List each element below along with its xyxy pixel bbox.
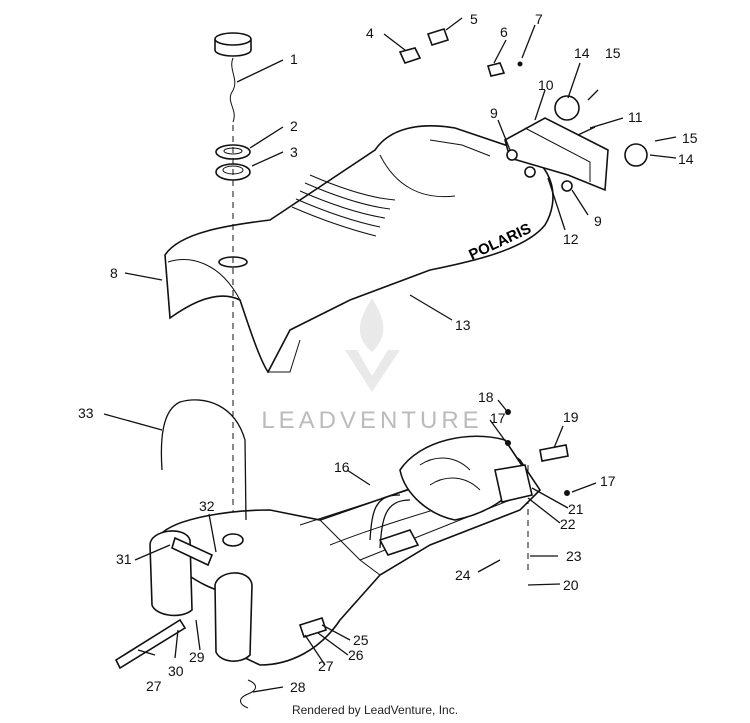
seat: POLARIS (164, 125, 554, 374)
seat-hardware (398, 28, 523, 77)
fuel-cap (214, 32, 252, 123)
callout-labels: 1 2 3 4 5 6 7 8 9 9 10 11 12 13 14 14 15… (78, 11, 698, 695)
callout-4: 4 (366, 25, 374, 41)
callout-20: 20 (563, 577, 579, 593)
callout-31: 31 (116, 551, 132, 567)
callout-16: 16 (334, 459, 350, 475)
callout-9b: 9 (594, 213, 602, 229)
watermark-text: LEADVENTURE (261, 407, 482, 434)
callout-1: 1 (290, 51, 298, 67)
callout-24: 24 (455, 567, 471, 583)
callout-17b: 17 (600, 473, 616, 489)
callout-5: 5 (470, 11, 478, 27)
callout-32: 32 (199, 498, 215, 514)
callout-10: 10 (538, 77, 554, 93)
callout-27b: 27 (146, 678, 162, 694)
callout-30: 30 (168, 663, 184, 679)
leader-lines (103, 17, 677, 693)
callout-23: 23 (566, 548, 582, 564)
callout-27a: 27 (318, 658, 334, 674)
callout-15b: 15 (682, 130, 698, 146)
callout-3: 3 (290, 144, 298, 160)
callout-19: 19 (563, 409, 579, 425)
tail-bracket (504, 95, 648, 192)
callout-13: 13 (455, 317, 471, 333)
callout-8: 8 (110, 265, 118, 281)
callout-15a: 15 (605, 45, 621, 61)
callout-18: 18 (478, 389, 494, 405)
callout-14b: 14 (678, 151, 694, 167)
callout-12: 12 (563, 231, 579, 247)
callout-33: 33 (78, 405, 94, 421)
callout-26: 26 (348, 647, 364, 663)
callout-25: 25 (353, 632, 369, 648)
callout-17a: 17 (490, 410, 506, 426)
callout-22: 22 (560, 516, 576, 532)
callout-29: 29 (189, 649, 205, 665)
fuel-tank (114, 409, 570, 709)
callout-9a: 9 (490, 105, 498, 121)
callout-7: 7 (535, 11, 543, 27)
callout-21: 21 (568, 501, 584, 517)
callout-11: 11 (628, 109, 643, 125)
footer-credit: Rendered by LeadVenture, Inc. (291, 703, 459, 717)
callout-6: 6 (500, 24, 508, 40)
callout-14a: 14 (574, 45, 590, 61)
watermark-logo (345, 298, 400, 392)
callout-2: 2 (290, 118, 298, 134)
vent-hose (160, 399, 247, 521)
callout-28: 28 (290, 679, 306, 695)
